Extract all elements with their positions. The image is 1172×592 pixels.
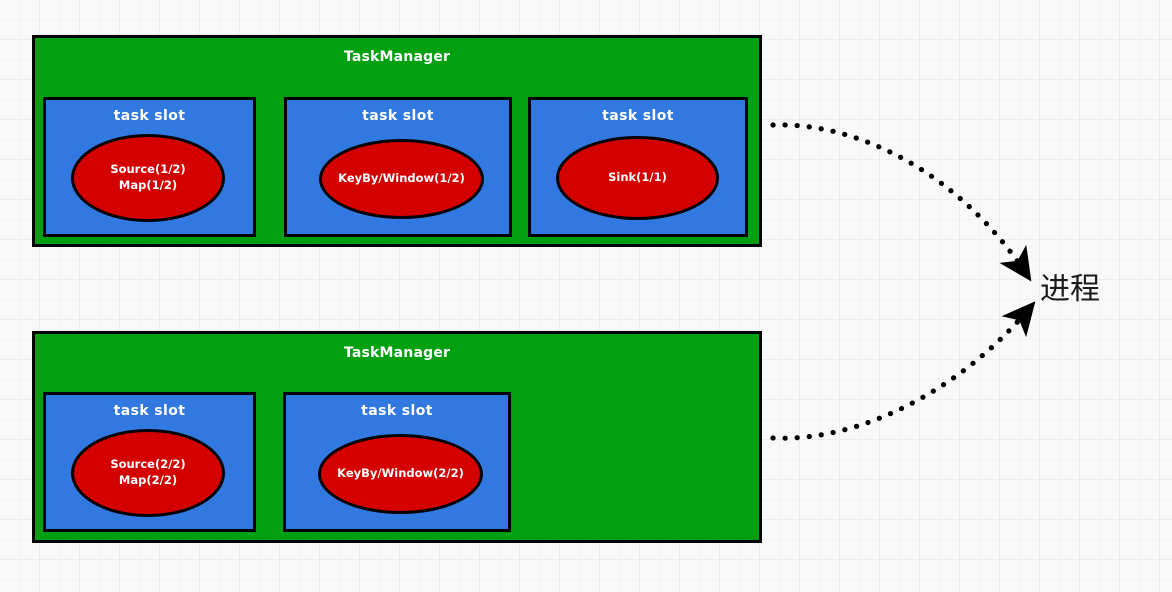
operator-source-map-2[interactable]: Source(2/2) Map(2/2) xyxy=(71,429,225,517)
process-arrow-bottom-icon xyxy=(770,301,1036,441)
taskmanager-title-1: TaskManager xyxy=(343,49,451,65)
operator-line-1: KeyBy/Window(1/2) xyxy=(338,171,465,186)
task-slot-2-2[interactable]: task slot KeyBy/Window(2/2) xyxy=(283,392,511,532)
task-slot-label: task slot xyxy=(362,108,434,124)
operator-line-1: Sink(1/1) xyxy=(608,170,667,185)
taskmanager-box-2[interactable]: TaskManager task slot Source(2/2) Map(2/… xyxy=(32,331,762,543)
task-slot-1-1[interactable]: task slot Source(1/2) Map(1/2) xyxy=(43,97,256,237)
operator-line-1: Source(2/2) xyxy=(110,457,186,472)
operator-line-2: Map(2/2) xyxy=(118,473,178,487)
taskmanager-box-1[interactable]: TaskManager task slot Source(1/2) Map(1/… xyxy=(32,35,762,247)
operator-line-2: Map(1/2) xyxy=(118,178,178,192)
operator-line-1: KeyBy/Window(2/2) xyxy=(337,466,464,481)
task-slot-1-3[interactable]: task slot Sink(1/1) xyxy=(528,97,748,237)
process-arrow-top-icon xyxy=(770,122,1032,282)
operator-source-map-1[interactable]: Source(1/2) Map(1/2) xyxy=(71,134,225,222)
operator-sink-1[interactable]: Sink(1/1) xyxy=(556,136,719,220)
operator-line-1: Source(1/2) xyxy=(110,162,186,177)
operator-keyby-window-1[interactable]: KeyBy/Window(1/2) xyxy=(319,139,484,219)
task-slot-1-2[interactable]: task slot KeyBy/Window(1/2) xyxy=(284,97,512,237)
task-slot-2-1[interactable]: task slot Source(2/2) Map(2/2) xyxy=(43,392,256,532)
task-slot-label: task slot xyxy=(113,108,186,124)
process-label: 进程 xyxy=(1040,272,1100,307)
task-slot-label: task slot xyxy=(602,108,674,124)
task-slot-label: task slot xyxy=(361,403,433,419)
operator-keyby-window-2[interactable]: KeyBy/Window(2/2) xyxy=(318,434,483,514)
task-slot-label: task slot xyxy=(113,403,186,419)
taskmanager-title-2: TaskManager xyxy=(343,345,451,361)
